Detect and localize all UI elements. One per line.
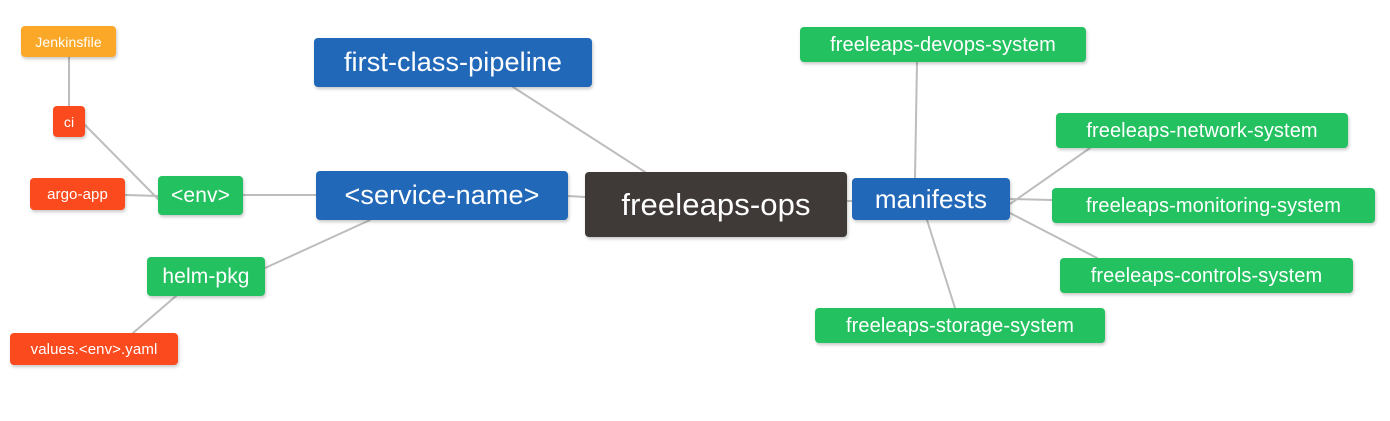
- node-jenkinsfile[interactable]: Jenkinsfile: [21, 26, 116, 57]
- node-first-class-pipeline[interactable]: first-class-pipeline: [314, 38, 592, 87]
- node-label-ci: ci: [63, 113, 75, 130]
- edge-helm-pkg-to-service-name: [264, 219, 371, 269]
- node-label-freeleaps-storage-system: freeleaps-storage-system: [845, 314, 1075, 337]
- node-label-helm-pkg: helm-pkg: [162, 265, 250, 288]
- node-manifests[interactable]: manifests: [852, 178, 1010, 220]
- node-ci[interactable]: ci: [53, 106, 85, 137]
- node-freeleaps-ops[interactable]: freeleaps-ops: [585, 172, 847, 237]
- edge-manifests-to-freeleaps-monitoring-system: [1009, 198, 1053, 201]
- node-label-env: <env>: [171, 184, 230, 207]
- node-label-freeleaps-devops-system: freeleaps-devops-system: [830, 33, 1056, 56]
- node-freeleaps-devops-system[interactable]: freeleaps-devops-system: [800, 27, 1086, 62]
- node-values-env-yaml[interactable]: values.<env>.yaml: [10, 333, 178, 365]
- node-label-first-class-pipeline: first-class-pipeline: [343, 47, 563, 77]
- edge-service-name-to-freeleaps-ops: [567, 195, 586, 198]
- node-argo-app[interactable]: argo-app: [30, 178, 125, 210]
- node-service-name[interactable]: <service-name>: [316, 171, 568, 220]
- node-env[interactable]: <env>: [158, 176, 243, 215]
- node-label-service-name: <service-name>: [344, 180, 540, 210]
- edge-manifests-to-freeleaps-storage-system: [926, 219, 956, 309]
- node-label-values-env-yaml: values.<env>.yaml: [30, 340, 158, 358]
- node-label-argo-app: argo-app: [47, 185, 108, 203]
- node-label-manifests: manifests: [874, 184, 988, 214]
- node-freeleaps-controls-system[interactable]: freeleaps-controls-system: [1060, 258, 1353, 293]
- node-freeleaps-monitoring-system[interactable]: freeleaps-monitoring-system: [1052, 188, 1375, 223]
- edge-manifests-to-freeleaps-devops-system: [914, 61, 918, 179]
- edge-first-class-pipeline-to-freeleaps-ops: [512, 86, 646, 173]
- node-label-jenkinsfile: Jenkinsfile: [35, 33, 102, 50]
- node-label-freeleaps-network-system: freeleaps-network-system: [1086, 119, 1318, 142]
- edge-argo-app-to-env: [124, 194, 159, 197]
- node-label-freeleaps-controls-system: freeleaps-controls-system: [1090, 264, 1323, 287]
- edge-values-env-yaml-to-helm-pkg: [132, 295, 177, 334]
- node-freeleaps-storage-system[interactable]: freeleaps-storage-system: [815, 308, 1105, 343]
- node-label-freeleaps-ops: freeleaps-ops: [621, 187, 811, 222]
- node-label-freeleaps-monitoring-system: freeleaps-monitoring-system: [1085, 194, 1341, 217]
- node-helm-pkg[interactable]: helm-pkg: [147, 257, 265, 296]
- node-freeleaps-network-system[interactable]: freeleaps-network-system: [1056, 113, 1348, 148]
